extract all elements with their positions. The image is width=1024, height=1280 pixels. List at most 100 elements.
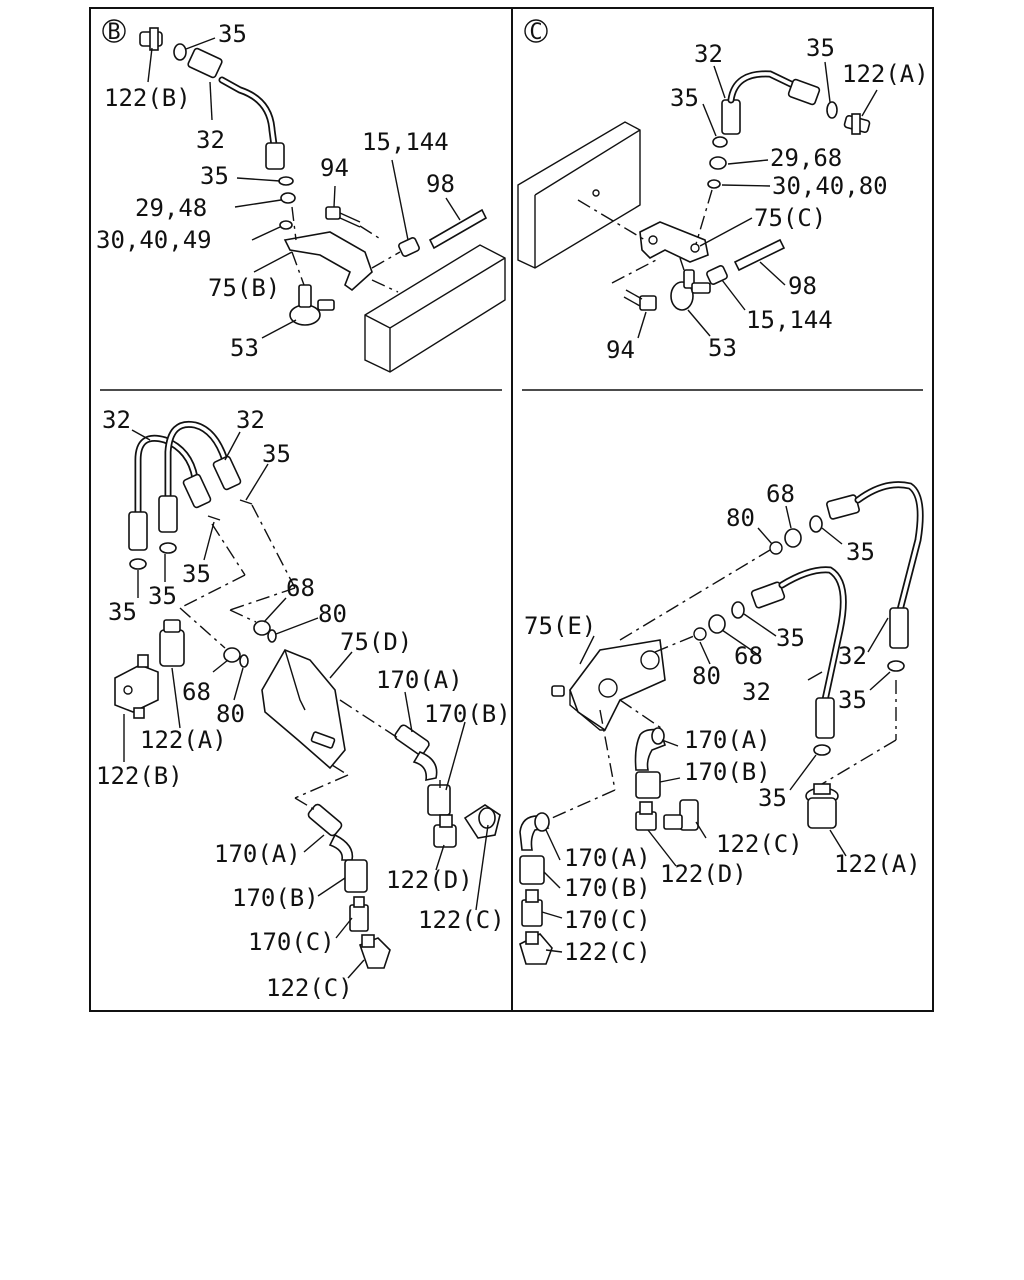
part-label-l-122c-a: 122(C)	[418, 906, 505, 934]
hose-32-c	[721, 70, 821, 135]
washer-80-d-b	[239, 654, 249, 668]
part-label-l-35-d: 35	[758, 784, 787, 812]
part-label-l-170b-b: 170(B)	[564, 874, 651, 902]
tee-53-c	[670, 269, 711, 311]
part-label-l-94: 94	[320, 154, 349, 182]
panel-d: 32 32 35 35 35 35 68 80 75(D) 68 80 122(…	[96, 406, 511, 1002]
washer-80-e-a	[769, 541, 783, 555]
hose-32-d-b	[158, 420, 242, 533]
bracket-75d	[261, 648, 346, 770]
bracket-75b	[283, 231, 373, 292]
panel-c: C	[517, 19, 929, 364]
part-label-l-68-b: 68	[734, 642, 763, 670]
panel-b: B	[96, 19, 506, 373]
part-label-l-122c-a: 122(C)	[716, 830, 803, 858]
part-label-l-35-b: 35	[776, 624, 805, 652]
part-label-l-122a: 122(A)	[834, 850, 921, 878]
part-label-l-75b: 75(B)	[208, 274, 280, 302]
part-label-l-170b-a: 170(B)	[424, 700, 511, 728]
part-label-l-170a-b: 170(A)	[564, 844, 651, 872]
part-label-l-35-a: 35	[262, 440, 291, 468]
part-label-l-94: 94	[606, 336, 635, 364]
hose-32-e-a	[826, 481, 924, 649]
part-label-marker: C	[529, 20, 542, 45]
leaders-c	[577, 61, 878, 339]
part-label-l-32-a: 32	[102, 406, 131, 434]
part-label-l-32-b: 32	[236, 406, 265, 434]
part-label-l-35-d: 35	[108, 598, 137, 626]
tee-122c-e-a	[663, 799, 699, 831]
washer-35-c	[712, 136, 728, 148]
part-label-l-122d: 122(D)	[386, 866, 473, 894]
washer-35-d-a	[129, 558, 147, 570]
elbow-122c-d-b	[358, 934, 391, 969]
part-label-l-122b: 122(B)	[104, 84, 191, 112]
pipe-98-c	[733, 238, 786, 272]
part-label-l-170c: 170(C)	[248, 928, 335, 956]
washer-35-e-d	[813, 744, 831, 756]
elbow-170a-d	[394, 724, 438, 782]
washer-35-e-a	[809, 515, 823, 533]
fitting-122b	[139, 27, 163, 51]
hose-32-d-a	[128, 434, 212, 551]
nut-170b-e	[635, 771, 661, 799]
part-label-l-68-b: 68	[182, 678, 211, 706]
nut-29-68	[709, 156, 727, 170]
fitting-122a	[843, 113, 871, 135]
leaders-d	[123, 429, 489, 979]
nipple-170c-e	[521, 889, 543, 927]
elbow-122c-d-a	[463, 804, 501, 839]
part-label-l-98: 98	[788, 272, 817, 300]
washer-35	[173, 43, 187, 61]
part-label-l-32: 32	[694, 40, 723, 68]
part-label-l-35-c: 35	[148, 582, 177, 610]
fitting-122d-e	[635, 801, 657, 831]
diagram-frame	[89, 7, 934, 1012]
block-122b-d	[114, 654, 159, 719]
panel-b-marker: B	[102, 19, 126, 45]
part-label-l-35-b: 35	[670, 84, 699, 112]
part-label-l-122a: 122(A)	[140, 726, 227, 754]
part-label-l-80-b: 80	[216, 700, 245, 728]
part-label-l-53: 53	[708, 334, 737, 362]
part-label-l-29-48: 29,48	[135, 194, 207, 222]
hose-32-e-b	[750, 566, 847, 739]
bolt-94-c	[623, 289, 657, 311]
elbow-170a-e	[634, 727, 667, 771]
nipple-170c-d	[349, 896, 369, 932]
washer-35-b	[278, 176, 294, 186]
tee-53	[289, 284, 335, 326]
part-label-l-15-144: 15,144	[362, 128, 449, 156]
washer-30-40-49	[279, 220, 293, 230]
washer-35-d-b	[159, 542, 177, 554]
nut-68-d-a	[253, 620, 271, 636]
part-label-l-35-c: 35	[838, 686, 867, 714]
part-label-l-122b: 122(B)	[96, 762, 183, 790]
part-label-l-35-b: 35	[182, 560, 211, 588]
part-label-l-68-a: 68	[766, 480, 795, 508]
part-label-l-80-a: 80	[726, 504, 755, 532]
part-label-l-15-144: 15,144	[746, 306, 833, 334]
part-label-l-30-40-49: 30,40,49	[96, 226, 212, 254]
part-label-l-35-a: 35	[846, 538, 875, 566]
part-label-l-170b-b: 170(B)	[232, 884, 319, 912]
part-label-l-35-a: 35	[806, 34, 835, 62]
part-label-l-122c-b: 122(C)	[266, 974, 353, 1002]
panel-c-marker: C	[524, 19, 548, 45]
part-label-l-75c: 75(C)	[754, 204, 826, 232]
nut-68-d-b	[223, 647, 241, 663]
bolt-94	[325, 206, 361, 228]
panel-e: 80 68 35 75(E) 35 80 68 32 32 35 35 170(…	[519, 480, 924, 966]
part-label-marker: B	[107, 20, 120, 45]
fitting-122a-e	[805, 783, 839, 829]
washer-80-e-b	[693, 627, 707, 641]
bracket-75e	[551, 639, 666, 732]
hose-32	[187, 47, 285, 170]
part-label-l-68-a: 68	[286, 574, 315, 602]
fitting-122d-d	[433, 814, 457, 848]
connector-15-144-c	[706, 265, 728, 285]
washer-80-d-a	[267, 629, 277, 643]
nut-170b-e-b	[519, 855, 545, 885]
elbow-170a-e-b	[519, 812, 550, 851]
